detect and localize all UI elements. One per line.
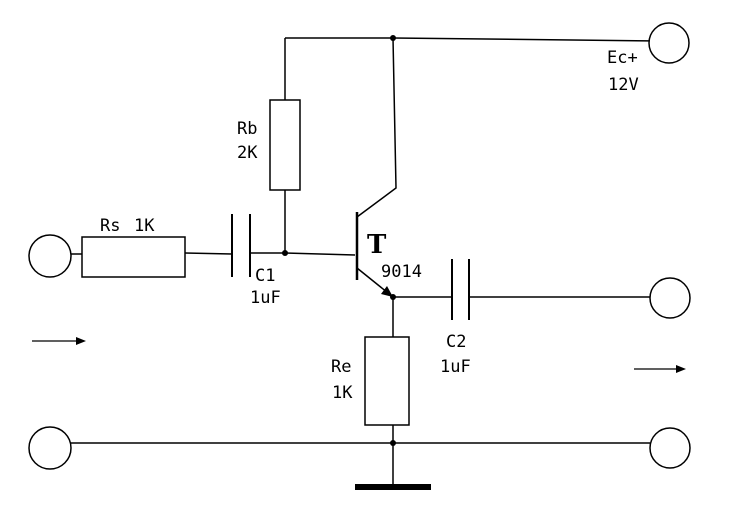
c1-name-label: C1 — [255, 266, 275, 286]
rb-value-label: 2K — [237, 143, 258, 163]
base-wire — [250, 252, 356, 256]
c1-value-label: 1uF — [250, 288, 281, 308]
transistor-symbol — [355, 212, 393, 297]
input-wire — [70, 252, 233, 255]
supply-name-label: Ec+ — [607, 48, 638, 68]
rs-name-label: Rs — [100, 216, 120, 236]
terminal-output-ground — [649, 427, 691, 469]
capacitor-c2 — [451, 259, 470, 320]
input-arrow — [32, 337, 86, 345]
rb-name-label: Rb — [237, 119, 257, 139]
output-arrow — [634, 365, 686, 373]
junction-node — [390, 440, 396, 446]
resistor-rs — [81, 236, 186, 278]
resistor-rb — [269, 99, 301, 191]
rs-value-label: 1K — [134, 216, 155, 236]
collector-wire — [356, 37, 397, 218]
transistor-model-label: 9014 — [381, 262, 422, 282]
c2-name-label: C2 — [446, 332, 466, 352]
terminal-output — [649, 277, 691, 319]
terminal-input-ground — [28, 426, 72, 470]
junction-node — [390, 294, 396, 300]
transistor-name-label: T — [367, 230, 387, 260]
ground-symbol — [355, 484, 431, 490]
junction-node — [282, 250, 288, 256]
junction-node — [390, 35, 396, 41]
terminal-supply — [648, 22, 690, 64]
top-rail-wire — [285, 37, 661, 42]
re-value-label: 1K — [332, 383, 353, 403]
supply-value-label: 12V — [608, 75, 639, 95]
terminal-input — [28, 234, 72, 278]
capacitor-c1 — [231, 214, 251, 277]
resistor-re — [364, 336, 410, 426]
re-name-label: Re — [331, 357, 351, 377]
c2-value-label: 1uF — [440, 357, 471, 377]
